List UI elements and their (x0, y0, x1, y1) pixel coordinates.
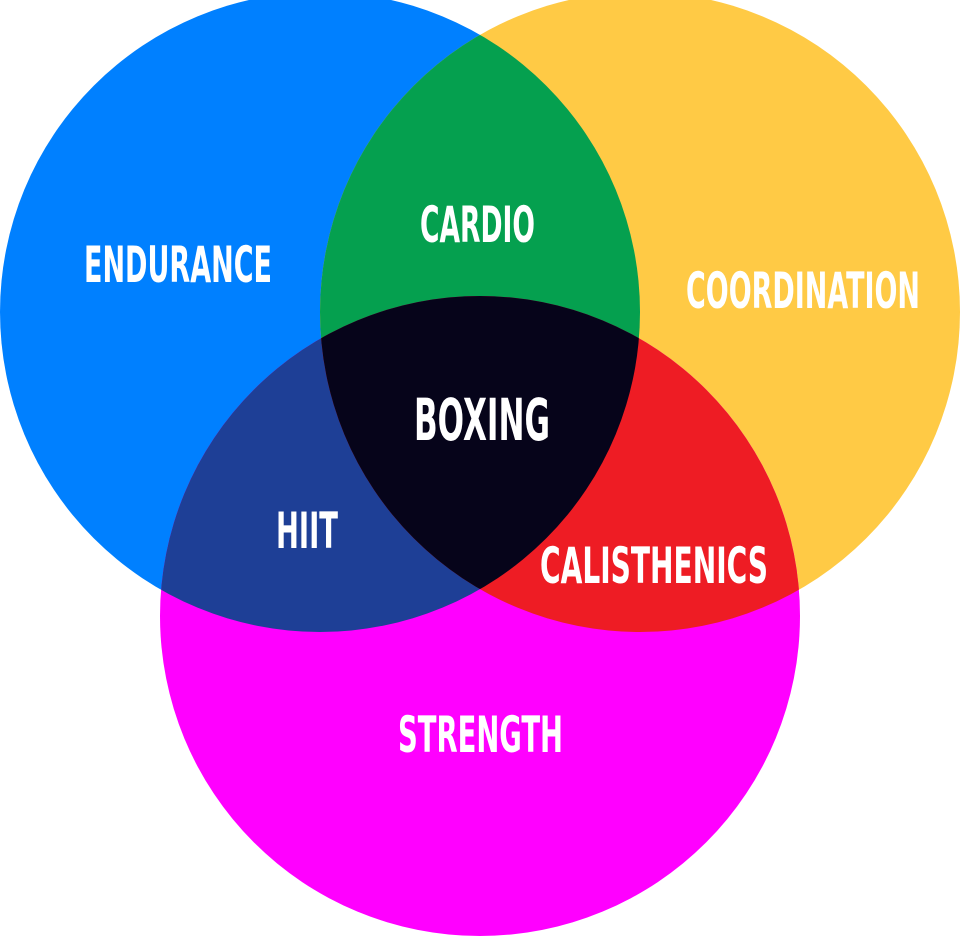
strength-label: STRENGTH (398, 706, 563, 764)
boxing-label: BOXING (414, 386, 550, 454)
cardio-label: CARDIO (420, 196, 535, 254)
coordination-label: COORDINATION (686, 262, 920, 320)
calisthenics-label: CALISTHENICS (540, 537, 768, 595)
hiit-label: HIIT (276, 502, 338, 560)
endurance-label: ENDURANCE (84, 236, 272, 294)
